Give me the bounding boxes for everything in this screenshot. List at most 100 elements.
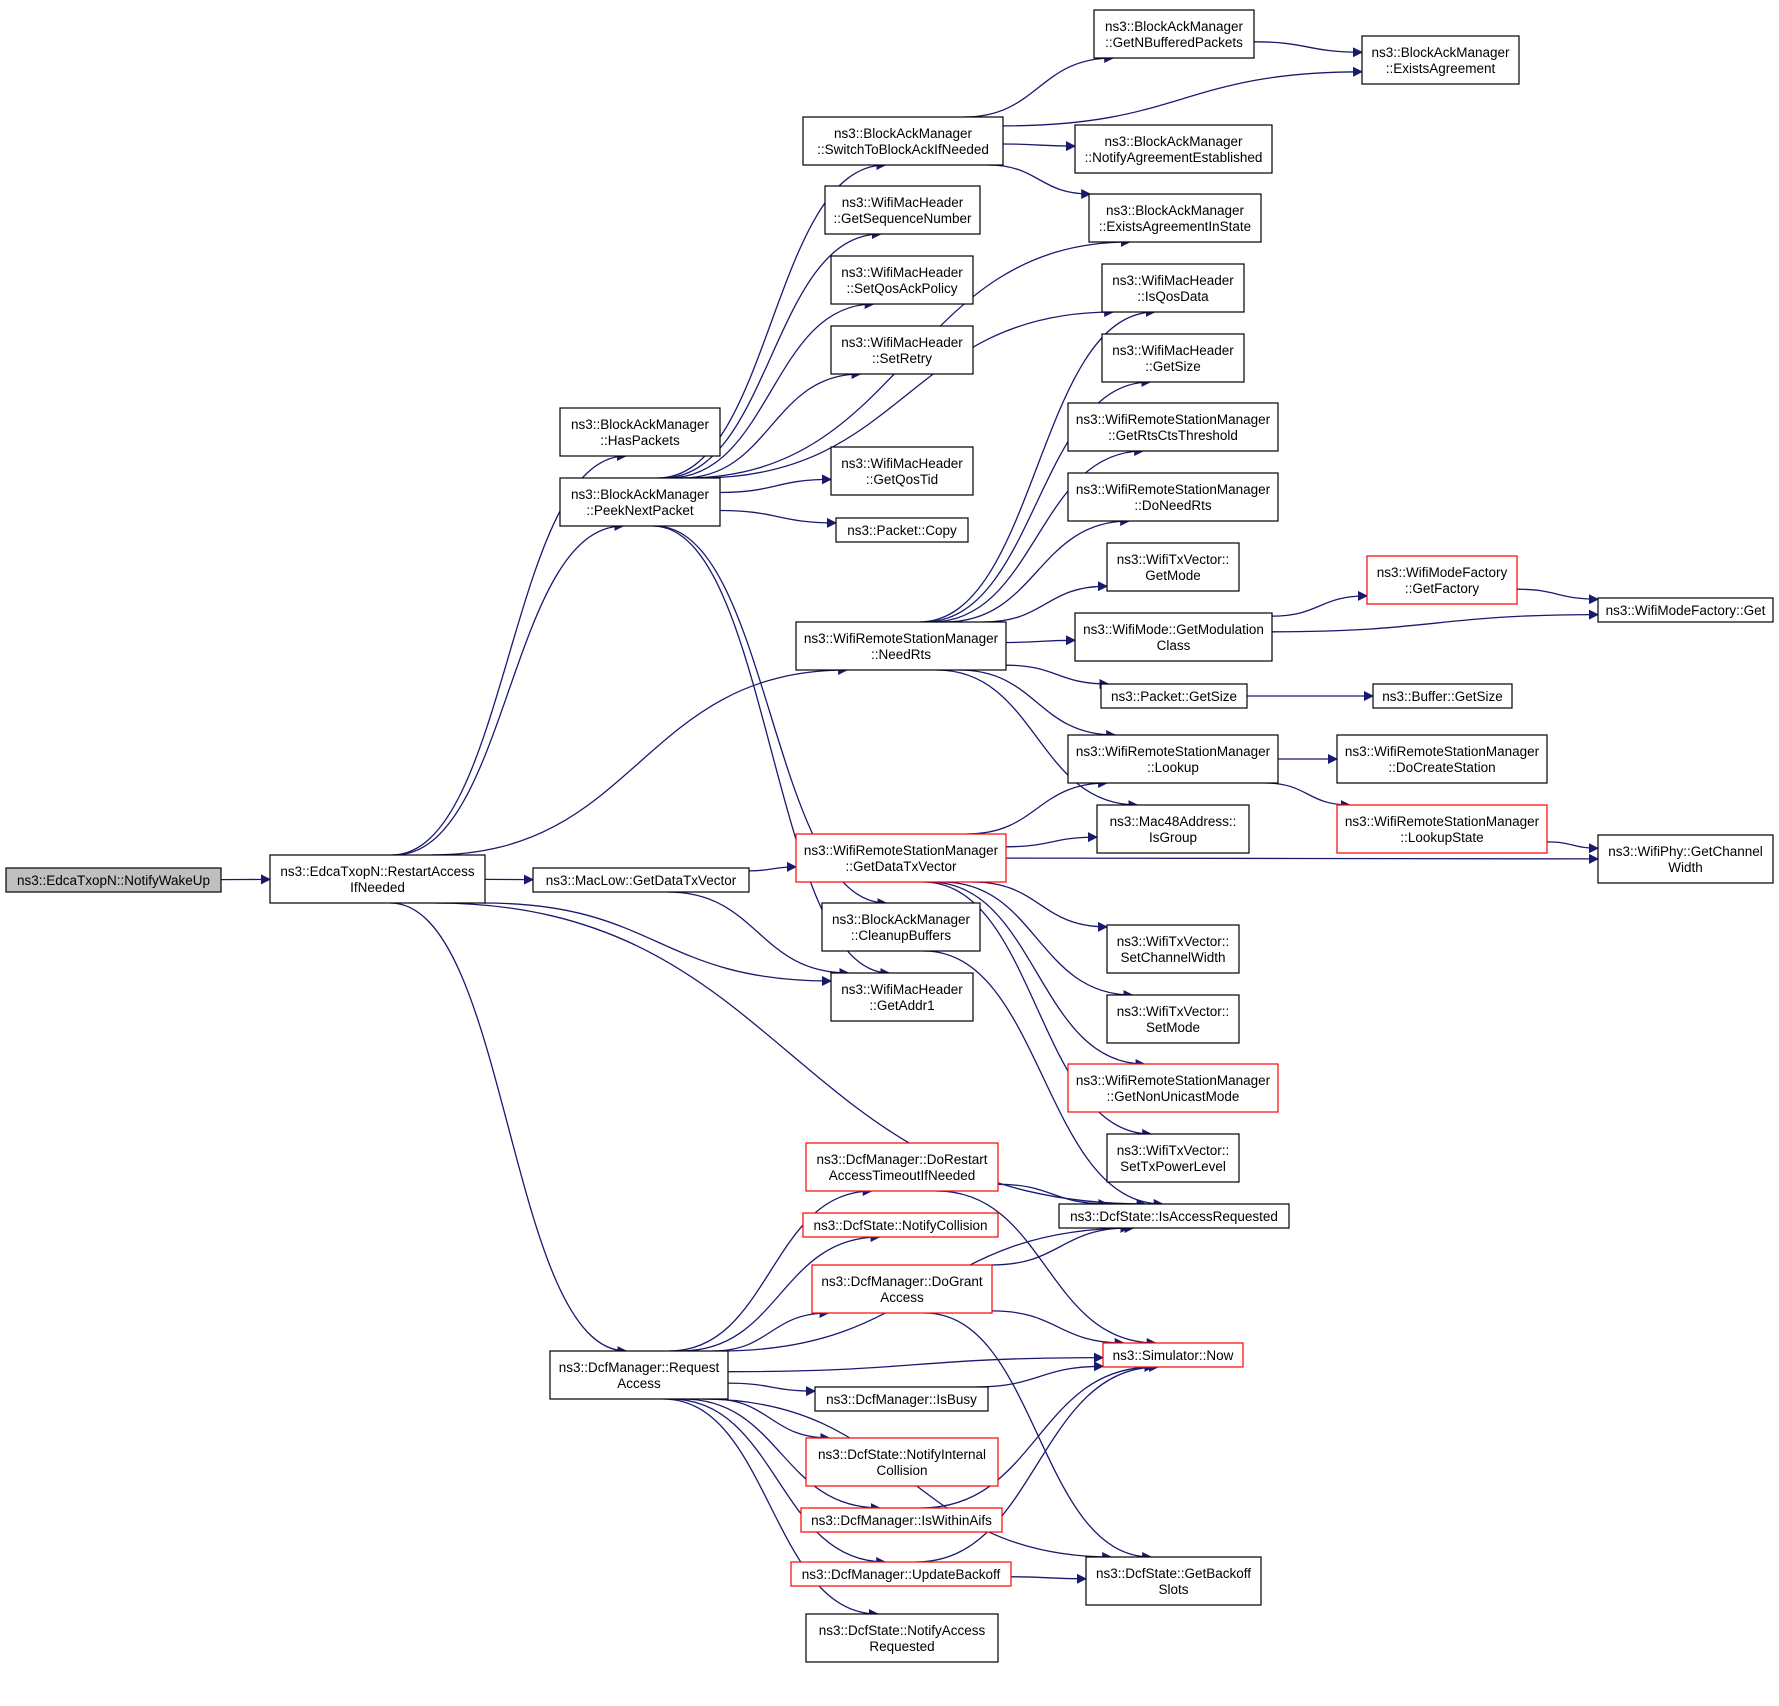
node-box[interactable] [802,116,1004,166]
node-box[interactable] [1088,193,1262,243]
node-box[interactable] [1597,597,1774,623]
node-box[interactable] [830,972,974,1022]
function-node[interactable]: ns3::BlockAckManager::ExistsAgreement [1361,35,1520,85]
node-box[interactable] [1372,683,1513,709]
function-node[interactable]: ns3::DcfManager::IsBusy [814,1386,989,1412]
node-box[interactable] [1106,1133,1240,1183]
node-box[interactable] [269,854,486,904]
function-node[interactable]: ns3::WifiMacHeader::GetSize [1101,333,1245,383]
node-box[interactable] [795,621,1007,671]
function-node[interactable]: ns3::WifiMacHeader::GetQosTid [830,446,974,496]
function-node[interactable]: ns3::BlockAckManager::NotifyAgreementEst… [1074,124,1273,174]
node-box[interactable] [1102,1342,1244,1368]
node-box[interactable] [1597,834,1774,884]
node-box[interactable] [532,867,750,893]
function-node[interactable]: ns3::Mac48Address::IsGroup [1096,804,1250,854]
node-box[interactable] [805,1613,999,1663]
node-box[interactable] [790,1561,1012,1587]
node-box[interactable] [1074,612,1273,662]
function-node[interactable]: ns3::DcfState::IsAccessRequested [1058,1203,1290,1229]
node-box[interactable] [824,185,981,235]
node-box[interactable] [814,1386,989,1412]
function-node[interactable]: ns3::Packet::GetSize [1100,683,1248,709]
node-box[interactable] [835,517,969,543]
function-node[interactable]: ns3::DcfManager::UpdateBackoff [790,1561,1012,1587]
node-box[interactable] [800,1507,1003,1533]
node-box[interactable] [1096,804,1250,854]
node-box[interactable] [1366,555,1518,605]
function-node[interactable]: ns3::WifiModeFactory::GetFactory [1366,555,1518,605]
function-node[interactable]: ns3::WifiRemoteStationManager::LookupSta… [1336,804,1548,854]
node-box[interactable] [1067,734,1279,784]
function-node[interactable]: ns3::WifiRemoteStationManager::GetNonUni… [1067,1063,1279,1113]
function-node[interactable]: ns3::WifiTxVector::SetChannelWidth [1106,924,1240,974]
node-box[interactable] [559,407,721,457]
function-node[interactable]: ns3::BlockAckManager::HasPackets [559,407,721,457]
node-box[interactable] [1101,263,1245,313]
node-box[interactable] [559,477,721,527]
function-node[interactable]: ns3::WifiTxVector::SetTxPowerLevel [1106,1133,1240,1183]
node-box[interactable] [1336,734,1548,784]
node-box[interactable] [1067,472,1279,522]
node-box[interactable] [795,833,1007,883]
node-box[interactable] [1101,333,1245,383]
function-node[interactable]: ns3::BlockAckManager::ExistsAgreementInS… [1088,193,1262,243]
node-box[interactable] [1058,1203,1290,1229]
function-node[interactable]: ns3::WifiModeFactory::Get [1597,597,1774,623]
node-box[interactable] [830,446,974,496]
node-box[interactable] [1067,1063,1279,1113]
node-box[interactable] [802,1212,999,1238]
node-box[interactable] [1106,542,1240,592]
function-node[interactable]: ns3::Packet::Copy [835,517,969,543]
node-box[interactable] [1336,804,1548,854]
node-box[interactable] [549,1350,729,1400]
function-node[interactable]: ns3::WifiRemoteStationManager::GetRtsCts… [1067,402,1279,452]
node-box[interactable] [1093,9,1255,59]
node-box[interactable] [1361,35,1520,85]
function-node[interactable]: ns3::Simulator::Now [1102,1342,1244,1368]
function-node[interactable]: ns3::WifiMacHeader::GetAddr1 [830,972,974,1022]
function-node[interactable]: ns3::WifiMacHeader::SetRetry [830,325,974,375]
node-box[interactable] [1074,124,1273,174]
function-node[interactable]: ns3::MacLow::GetDataTxVector [532,867,750,893]
function-node[interactable]: ns3::DcfState::NotifyCollision [802,1212,999,1238]
node-box[interactable] [5,867,222,893]
function-node[interactable]: ns3::Buffer::GetSize [1372,683,1513,709]
function-node[interactable]: ns3::BlockAckManager::GetNBufferedPacket… [1093,9,1255,59]
node-box[interactable] [805,1437,999,1487]
function-node[interactable]: ns3::DcfManager::DoRestartAccessTimeoutI… [805,1142,999,1192]
function-node[interactable]: ns3::WifiRemoteStationManager::GetDataTx… [795,833,1007,883]
function-node[interactable]: ns3::EdcaTxopN::NotifyWakeUp [5,867,222,893]
function-node[interactable]: ns3::BlockAckManager::SwitchToBlockAckIf… [802,116,1004,166]
node-box[interactable] [821,902,981,952]
node-box[interactable] [1067,402,1279,452]
node-box[interactable] [1106,994,1240,1044]
function-node[interactable]: ns3::BlockAckManager::CleanupBuffers [821,902,981,952]
node-box[interactable] [1100,683,1248,709]
node-box[interactable] [830,255,974,305]
node-box[interactable] [805,1142,999,1192]
function-node[interactable]: ns3::WifiMacHeader::GetSequenceNumber [824,185,981,235]
function-node[interactable]: ns3::BlockAckManager::PeekNextPacket [559,477,721,527]
function-node[interactable]: ns3::WifiTxVector::SetMode [1106,994,1240,1044]
function-node[interactable]: ns3::WifiRemoteStationManager::DoNeedRts [1067,472,1279,522]
function-node[interactable]: ns3::WifiMacHeader::SetQosAckPolicy [830,255,974,305]
function-node[interactable]: ns3::WifiTxVector::GetMode [1106,542,1240,592]
node-box[interactable] [830,325,974,375]
node-box[interactable] [1085,1556,1262,1606]
node-box[interactable] [811,1264,993,1314]
function-node[interactable]: ns3::WifiRemoteStationManager::DoCreateS… [1336,734,1548,784]
function-node[interactable]: ns3::WifiMacHeader::IsQosData [1101,263,1245,313]
function-node[interactable]: ns3::WifiRemoteStationManager::Lookup [1067,734,1279,784]
function-node[interactable]: ns3::WifiRemoteStationManager::NeedRts [795,621,1007,671]
node-box[interactable] [1106,924,1240,974]
function-node[interactable]: ns3::DcfManager::IsWithinAifs [800,1507,1003,1533]
